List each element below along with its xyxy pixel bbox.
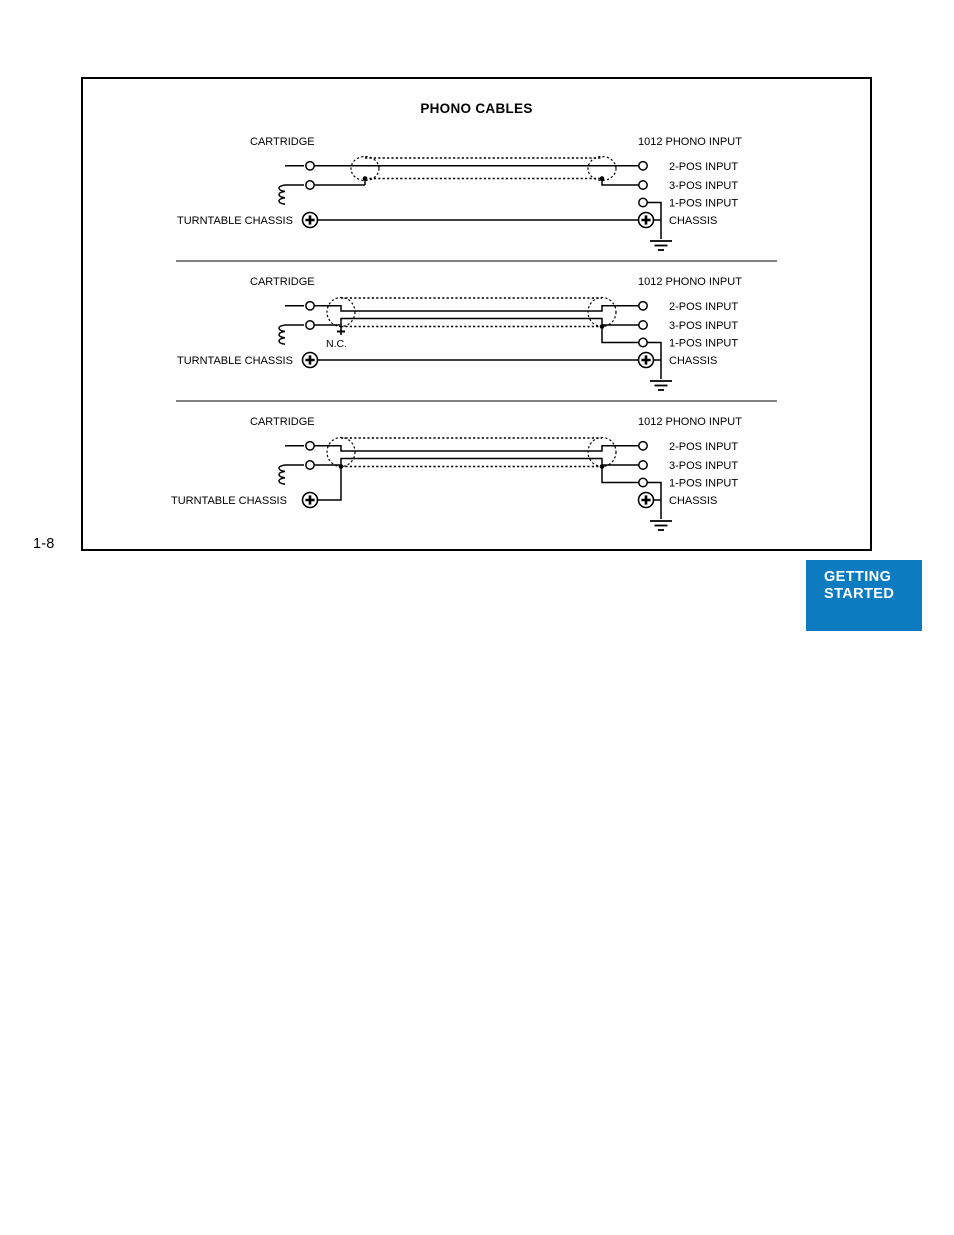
signal-wire-bottom	[314, 457, 639, 466]
earth-ground-icon	[649, 240, 673, 251]
shield-to-1pos-wire	[601, 466, 639, 484]
cartridge-terminal-bottom	[305, 320, 315, 330]
cartridge-terminal-top	[305, 300, 315, 311]
input-terminal-2pos	[638, 160, 648, 171]
diagram-2-chassis-label: CHASSIS	[669, 355, 717, 367]
input-chassis-screw-icon	[637, 211, 655, 229]
input-terminal-1pos	[638, 197, 648, 208]
diagram-1-chassis-label: CHASSIS	[669, 215, 717, 227]
turntable-chassis-screw-icon	[301, 211, 319, 229]
turntable-chassis-screw-icon	[301, 491, 319, 509]
diagram-2-terminal-label-2pos: 2-POS INPUT	[669, 301, 738, 313]
diagram-2-shield-note: N.C.	[326, 338, 347, 350]
shield-end-right	[587, 155, 617, 182]
signal-wire-top	[314, 445, 639, 452]
ground-bus-wire	[647, 481, 662, 519]
input-terminal-2pos	[638, 300, 648, 311]
diagram-1-terminal-label-1pos: 1-POS INPUT	[669, 198, 738, 210]
diagram-1-terminal-label-2pos: 2-POS INPUT	[669, 161, 738, 173]
getting-started-tab-line2: STARTED	[824, 586, 895, 602]
earth-ground-icon	[649, 520, 673, 531]
input-terminal-1pos	[638, 477, 648, 488]
diagram-3: CARTRIDGE 1012 PHONO INPUT	[171, 416, 742, 531]
cartridge-coil-icon	[278, 324, 286, 345]
getting-started-tab: GETTING STARTED	[806, 560, 922, 631]
diagram-2-right-header: 1012 PHONO INPUT	[638, 276, 742, 288]
signal-wire-bottom	[314, 317, 639, 326]
diagram-1: CARTRIDGE 1012 PHONO INPUT	[177, 136, 742, 251]
figure-title: PHONO CABLES	[420, 101, 533, 116]
diagram-1-left-header: CARTRIDGE	[250, 136, 315, 148]
phono-cables-figure: PHONO CABLES	[81, 77, 872, 551]
shield-to-turntable-chassis-wire	[317, 466, 342, 501]
input-terminal-3pos	[638, 180, 648, 190]
input-terminal-2pos	[638, 440, 648, 451]
cartridge-terminal-bottom	[305, 460, 315, 470]
cartridge-coil-icon	[278, 184, 286, 205]
diagram-2-left-header: CARTRIDGE	[250, 276, 315, 288]
earth-ground-icon	[649, 380, 673, 391]
diagram-2-terminal-label-3pos: 3-POS INPUT	[669, 320, 738, 332]
diagram-2: CARTRIDGE 1012 PHONO INPUT	[177, 276, 742, 391]
shield-to-1pos-wire	[601, 326, 639, 344]
cartridge-terminal-top	[305, 160, 315, 171]
diagram-3-right-header: 1012 PHONO INPUT	[638, 416, 742, 428]
input-terminal-3pos	[638, 320, 648, 330]
diagram-2-turntable-chassis-label: TURNTABLE CHASSIS	[177, 355, 293, 367]
ground-bus-wire	[647, 341, 662, 379]
ground-bus-wire	[647, 201, 662, 239]
input-terminal-3pos	[638, 460, 648, 470]
cartridge-terminal-bottom	[305, 180, 315, 190]
input-chassis-screw-icon	[637, 491, 655, 509]
wiring-diagram-svg: CARTRIDGE 1012 PHONO INPUT	[171, 136, 777, 531]
diagram-2-terminal-label-1pos: 1-POS INPUT	[669, 338, 738, 350]
input-chassis-screw-icon	[637, 351, 655, 369]
signal-wire-top	[314, 305, 639, 312]
diagram-3-chassis-label: CHASSIS	[669, 495, 717, 507]
diagram-3-terminal-label-3pos: 3-POS INPUT	[669, 460, 738, 472]
diagram-1-right-header: 1012 PHONO INPUT	[638, 136, 742, 148]
diagram-3-terminal-label-1pos: 1-POS INPUT	[669, 478, 738, 490]
getting-started-tab-line1: GETTING	[824, 569, 892, 585]
shield-end-left	[350, 155, 380, 182]
cartridge-terminal-top	[305, 440, 315, 451]
input-terminal-1pos	[638, 337, 648, 348]
diagram-3-left-header: CARTRIDGE	[250, 416, 315, 428]
diagram-1-turntable-chassis-label: TURNTABLE CHASSIS	[177, 215, 293, 227]
turntable-chassis-screw-icon	[301, 351, 319, 369]
cartridge-coil-icon	[278, 464, 286, 485]
page-number: 1-8	[33, 536, 55, 552]
diagram-1-terminal-label-3pos: 3-POS INPUT	[669, 180, 738, 192]
diagram-3-turntable-chassis-label: TURNTABLE CHASSIS	[171, 495, 287, 507]
diagram-3-terminal-label-2pos: 2-POS INPUT	[669, 441, 738, 453]
